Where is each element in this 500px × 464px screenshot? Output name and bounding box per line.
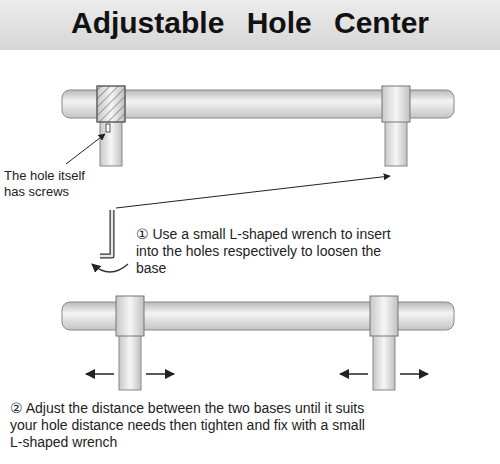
- handle-top: [62, 86, 454, 166]
- sleeve-left: [116, 296, 144, 336]
- screw-hole: [106, 124, 110, 132]
- handle-bottom: [62, 296, 454, 390]
- sleeve-right: [370, 296, 398, 336]
- wrench-body: [100, 210, 112, 256]
- sleeve-hatch: [97, 86, 125, 122]
- wrench-highlight: [100, 210, 112, 256]
- step-instruction: ② Adjust the distance between the two ba…: [10, 400, 380, 450]
- title: Adjustable Hole Center: [0, 6, 500, 40]
- move-arrows: [86, 373, 428, 375]
- base-right: [385, 116, 407, 166]
- base-right: [373, 330, 395, 390]
- l-wrench: [92, 210, 128, 272]
- base-left: [119, 330, 141, 390]
- pointer-line: [116, 176, 390, 208]
- leader-line: [66, 134, 105, 164]
- base-left: [100, 116, 122, 166]
- arrow: [86, 373, 114, 375]
- arrow: [146, 373, 174, 375]
- arrow: [340, 373, 368, 375]
- callout-note: The hole itself has screws: [4, 168, 100, 199]
- sleeve-right: [382, 86, 410, 122]
- step-instruction: ① Use a small L-shaped wrench to insert …: [136, 226, 404, 276]
- arrow: [400, 373, 428, 375]
- turn-arrow: [92, 264, 128, 272]
- sleeve-left: [97, 86, 125, 122]
